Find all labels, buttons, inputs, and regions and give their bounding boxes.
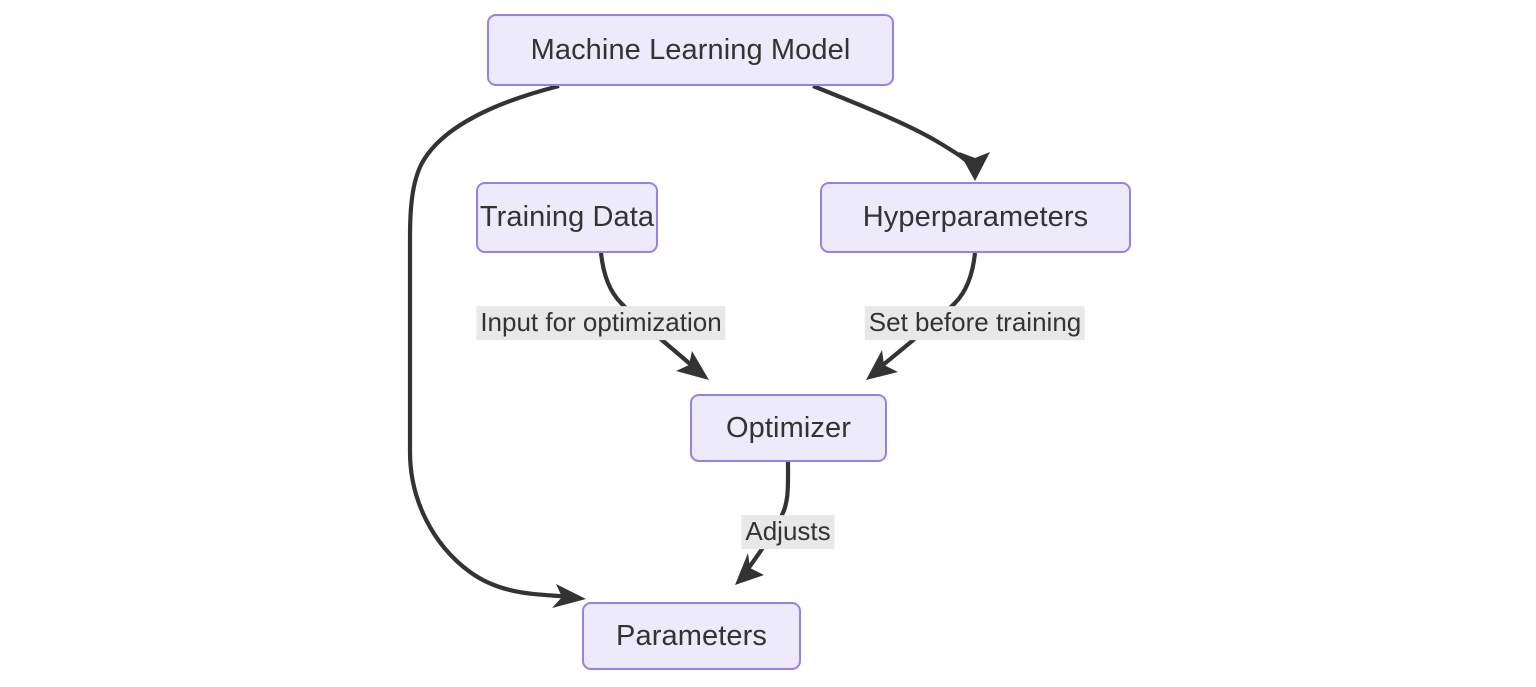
edge-training-data-to-optimizer xyxy=(598,252,709,380)
edge-optimizer-to-parameters xyxy=(735,461,791,585)
node-hyperparameters[interactable]: Hyperparameters xyxy=(820,182,1131,253)
node-label-training-data: Training Data xyxy=(479,201,655,233)
edge-path-model-hyperparameters xyxy=(812,84,976,171)
arrow-head-model-hyperparameters xyxy=(959,152,990,181)
edge-path-hyperparameters-optimizer xyxy=(875,252,978,372)
node-optimizer[interactable]: Optimizer xyxy=(690,394,887,462)
edge-hyperparameters-to-optimizer xyxy=(866,252,978,380)
node-label-parameters: Parameters xyxy=(616,619,767,652)
edge-path-optimizer-parameters xyxy=(743,461,791,575)
arrow-head-model-parameters xyxy=(552,584,586,608)
edge-label-input-for-optimization: Input for optimization xyxy=(476,306,726,340)
node-training-data[interactable]: Training Data xyxy=(476,182,658,253)
node-label-optimizer: Optimizer xyxy=(726,411,851,444)
node-parameters[interactable]: Parameters xyxy=(582,602,801,670)
edge-path-training-optimizer xyxy=(598,252,699,372)
edge-path-model-parameters xyxy=(407,83,573,600)
node-machine-learning-model[interactable]: Machine Learning Model xyxy=(487,14,894,86)
edge-label-adjusts: Adjusts xyxy=(741,515,835,549)
edge-model-to-parameters xyxy=(407,83,586,608)
edge-model-to-hyperparameters xyxy=(812,84,990,181)
arrow-head-optimizer-parameters xyxy=(735,553,764,585)
edge-label-set-before-training: Set before training xyxy=(864,306,1086,340)
arrow-head-hyperparameters-optimizer xyxy=(866,350,898,380)
node-label-machine-learning-model: Machine Learning Model xyxy=(530,33,851,66)
arrow-head-training-optimizer xyxy=(676,351,709,380)
node-label-hyperparameters: Hyperparameters xyxy=(862,201,1089,233)
